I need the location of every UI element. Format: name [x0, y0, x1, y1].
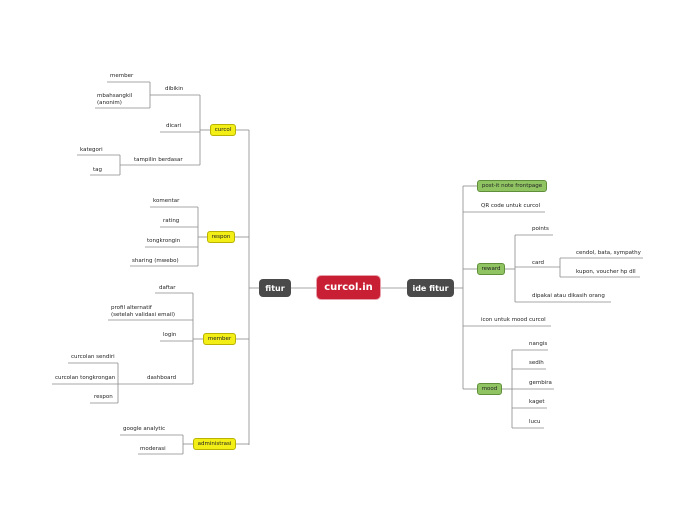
subtopic-curcol[interactable]: curcol [210, 124, 236, 136]
subtopic-administrasi[interactable]: administrasi [193, 438, 236, 450]
label-mbahsangkil: mbahsangkil (anonim) [97, 93, 133, 106]
label-qr-code: QR code untuk curcol [481, 203, 541, 209]
label-tag: tag [93, 167, 103, 173]
label-dashboard: dashboard [147, 375, 177, 381]
label-tongkrongin: tongkrongin [147, 238, 181, 244]
label-kaget: kaget [529, 399, 545, 405]
label-kupon: kupon, voucher hp dll [576, 269, 636, 275]
central-topic[interactable]: curcol.in [316, 275, 381, 300]
label-respon-dashboard: respon [94, 394, 113, 400]
label-gembira: gembira [529, 380, 552, 386]
label-moderasi: moderasi [140, 446, 166, 452]
label-nangis: nangis [529, 341, 548, 347]
label-card: card [532, 260, 545, 266]
subtopic-member[interactable]: member [203, 333, 236, 345]
label-daftar: daftar [159, 285, 176, 291]
label-member-author: member [110, 73, 134, 79]
subtopic-respon[interactable]: respon [207, 231, 235, 243]
label-login: login [163, 332, 177, 338]
label-sedih: sedih [529, 360, 544, 366]
label-rating: rating [163, 218, 180, 224]
label-tampilin: tampilin berdasar [134, 157, 183, 163]
label-lucu: lucu [529, 419, 541, 425]
label-dicari: dicari [166, 123, 182, 129]
topic-ide-fitur[interactable]: ide fitur [407, 279, 454, 297]
label-kategori: kategori [80, 147, 103, 153]
label-google-analytic: google analytic [123, 426, 166, 432]
label-cendol: cendol, bata, sympathy [576, 250, 641, 256]
label-points: points [532, 226, 549, 232]
label-curcolan-tongkrongan: curcolan tongkrongan [55, 375, 116, 381]
label-dipakai: dipakai atau dikasih orang [532, 293, 605, 299]
label-dibikin: dibikin [165, 86, 184, 92]
label-sharing: sharing (mwebo) [132, 258, 179, 264]
label-icon-mood: icon untuk mood curcol [481, 317, 546, 323]
label-profil: profil alternatif (setelah validasi emai… [111, 305, 176, 318]
label-curcolan-sendiri: curcolan sendiri [71, 354, 115, 360]
subtopic-mood[interactable]: mood [477, 383, 502, 395]
subtopic-reward[interactable]: reward [477, 263, 505, 275]
topic-fitur[interactable]: fitur [259, 279, 291, 297]
label-komentar: komentar [153, 198, 180, 204]
subtopic-post-it[interactable]: post-it note frontpage [477, 180, 547, 192]
